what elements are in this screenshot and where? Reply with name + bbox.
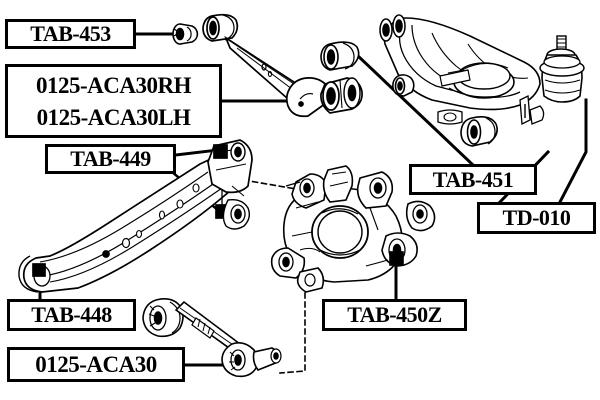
leader-line-tab-451 <box>355 53 475 167</box>
label-text-tab-448: TAB-448 <box>31 302 112 327</box>
label-text-tab-453: TAB-453 <box>30 21 111 46</box>
part-trailing-arm <box>18 139 253 293</box>
label-text-aca30-rh: 0125-ACA30RH <box>36 72 192 98</box>
label-box-tab-451[interactable]: TAB-451 <box>409 164 537 195</box>
label-text-aca30-lh: 0125-ACA30LH <box>36 104 191 130</box>
part-small-bushing-tab-453 <box>172 23 199 45</box>
label-box-td-010[interactable]: TD-010 <box>477 202 596 234</box>
leader-line-td-010-a <box>557 98 588 205</box>
leader-line-dashed-knuckle-lower <box>279 265 306 374</box>
label-text-tab-449: TAB-449 <box>70 146 151 171</box>
part-lower-control-arm <box>320 14 545 147</box>
label-text-td-010: TD-010 <box>502 205 571 230</box>
label-box-aca30[interactable]: 0125-ACA30 <box>7 347 185 382</box>
label-text-tab-451: TAB-451 <box>432 166 514 192</box>
label-box-aca30-rh-lh[interactable]: 0125-ACA30RH 0125-ACA30LH <box>5 64 222 138</box>
label-box-tab-453[interactable]: TAB-453 <box>5 19 136 49</box>
label-text-aca30: 0125-ACA30 <box>35 352 157 377</box>
part-upper-control-arm <box>202 13 363 118</box>
label-box-tab-449[interactable]: TAB-449 <box>45 144 176 174</box>
leader-line-tab-449-a <box>174 148 220 157</box>
label-box-tab-448[interactable]: TAB-448 <box>7 299 136 331</box>
label-text-tab-450z: TAB-450Z <box>347 302 442 327</box>
part-ball-joint-dust-cover <box>539 35 585 103</box>
part-rear-axle-knuckle <box>270 165 436 293</box>
part-toe-control-rod <box>142 298 282 378</box>
label-box-tab-450z[interactable]: TAB-450Z <box>322 299 467 331</box>
